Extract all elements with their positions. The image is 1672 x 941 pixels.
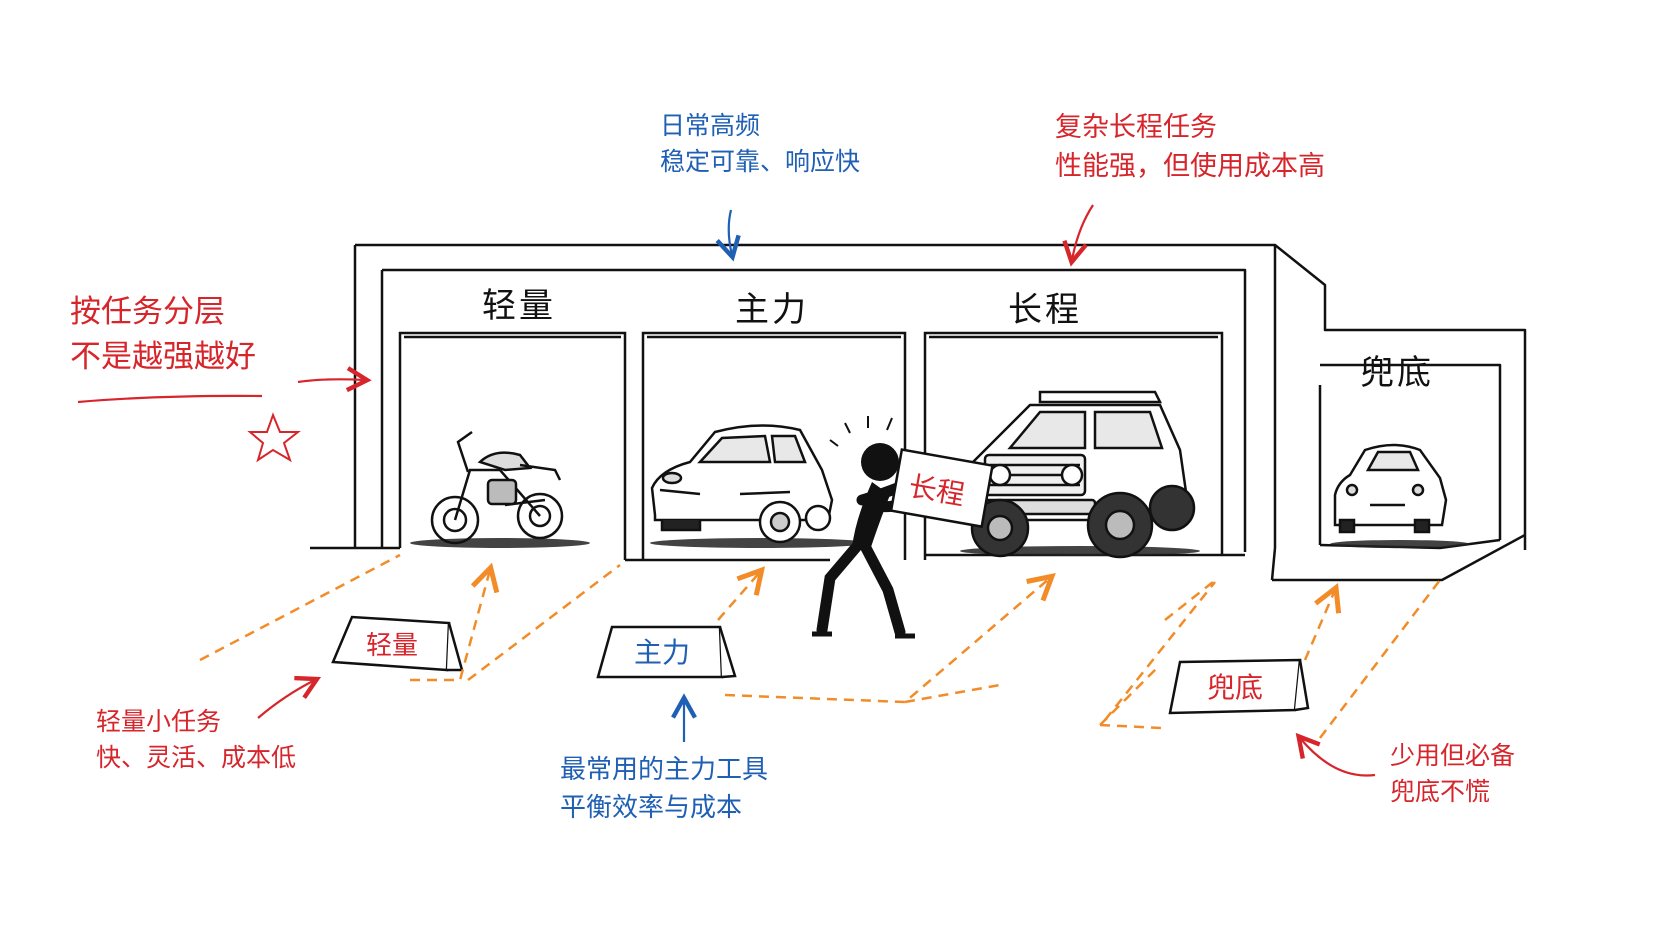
- note-top-right-line1: 复杂长程任务: [1055, 112, 1217, 143]
- floor-sign-fallback: [1168, 658, 1310, 715]
- note-bottom-center-line1: 最常用的主力工具: [560, 755, 769, 785]
- dashed-paths: [199, 553, 1441, 739]
- note-bottom-left: 轻量小任务 快、灵活、成本低: [96, 704, 296, 777]
- note-bottom-left-line1: 轻量小任务: [96, 707, 222, 736]
- hatchback-car-icon: [650, 424, 834, 544]
- floor-sign-fallback-label: 兜底: [1207, 671, 1263, 704]
- floor-sign-light-label: 轻量: [366, 631, 418, 661]
- note-top-left: 按任务分层 不是越强越好: [70, 290, 256, 380]
- note-top-left-line1: 按任务分层: [70, 294, 225, 330]
- note-top-center-line2: 稳定可靠、响应快: [660, 147, 861, 177]
- note-top-center: 日常高频 稳定可靠、响应快: [660, 108, 860, 181]
- floor-shadows: [410, 538, 1470, 556]
- bay-openings: [398, 331, 1501, 560]
- note-bottom-right-line2: 兜底不慌: [1390, 777, 1491, 807]
- note-bottom-right: 少用但必备 兜底不慌: [1390, 738, 1515, 811]
- bay-label-long: 长程: [1008, 290, 1082, 330]
- note-top-center-line1: 日常高频: [660, 111, 761, 140]
- bay-label-light: 轻量: [482, 286, 556, 326]
- floor-sign-main: [596, 625, 737, 679]
- floor-sign-light: [331, 615, 464, 672]
- note-top-right: 复杂长程任务 性能强，但使用成本高: [1055, 108, 1325, 186]
- note-top-left-line2: 不是越强越好: [70, 338, 256, 375]
- motorcycle-icon: [430, 430, 564, 545]
- stick-figure-icon: [812, 416, 926, 639]
- bay-label-main: 主力: [735, 290, 809, 330]
- note-bottom-center-line2: 平衡效率与成本: [560, 792, 743, 823]
- offroad-suv-icon: [963, 390, 1196, 559]
- note-bottom-left-line2: 快、灵活、成本低: [96, 743, 297, 773]
- bay-label-fallback: 兜底: [1360, 353, 1434, 393]
- held-sign: [889, 448, 994, 529]
- annotation-arrows: [77, 204, 1376, 777]
- garage-building: [310, 243, 1527, 582]
- floor-sign-main-label: 主力: [634, 636, 690, 669]
- note-top-right-line2: 性能强，但使用成本高: [1055, 151, 1325, 183]
- star-icon: [247, 412, 301, 463]
- note-bottom-right-line1: 少用但必备: [1390, 741, 1516, 770]
- mini-car-icon: [1333, 443, 1448, 534]
- note-bottom-center: 最常用的主力工具 平衡效率与成本: [560, 752, 768, 827]
